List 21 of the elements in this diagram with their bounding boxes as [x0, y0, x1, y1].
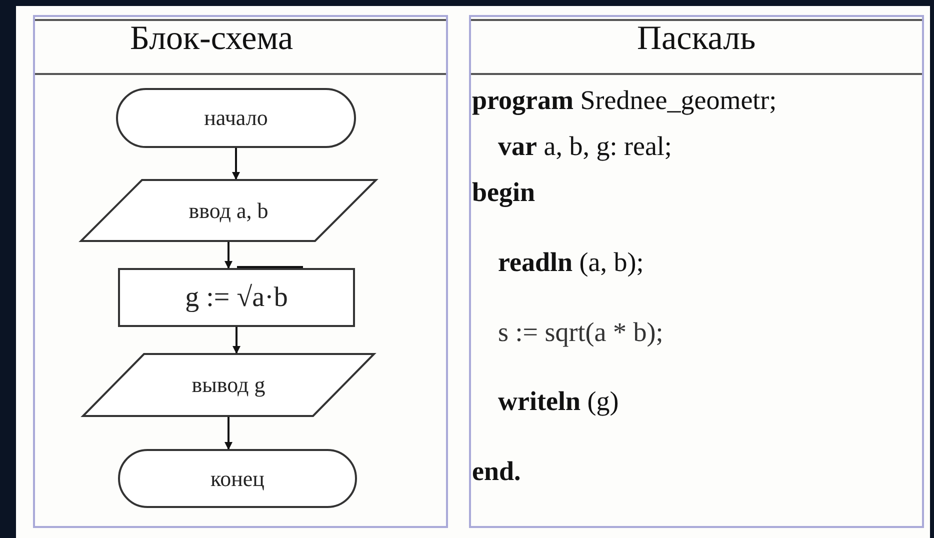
code-line: end.	[472, 456, 521, 487]
code-line: s := sqrt(a * b);	[498, 317, 664, 348]
column-heading: Блок-схема	[130, 20, 294, 58]
input-output-parallelogram	[80, 179, 377, 242]
column-heading: Паскаль	[637, 20, 756, 58]
formula: g := √a·b	[185, 282, 288, 314]
node-label: вывод g	[192, 372, 266, 398]
arrow	[224, 242, 232, 269]
arrow	[232, 327, 240, 354]
arrow	[224, 417, 232, 450]
node-label: конец	[210, 466, 264, 492]
code-line: var a, b, g: real;	[498, 131, 672, 162]
arrow	[232, 148, 240, 180]
code-line: program Srednee_geometr;	[472, 85, 777, 116]
input-output-parallelogram	[82, 353, 375, 417]
node-label: начало	[204, 105, 268, 131]
node-label: ввод a, b	[188, 198, 268, 224]
code-line: writeln (g)	[498, 386, 619, 417]
code-line: readln (a, b);	[498, 247, 644, 278]
code-line: begin	[472, 177, 536, 208]
process-box	[118, 268, 355, 327]
